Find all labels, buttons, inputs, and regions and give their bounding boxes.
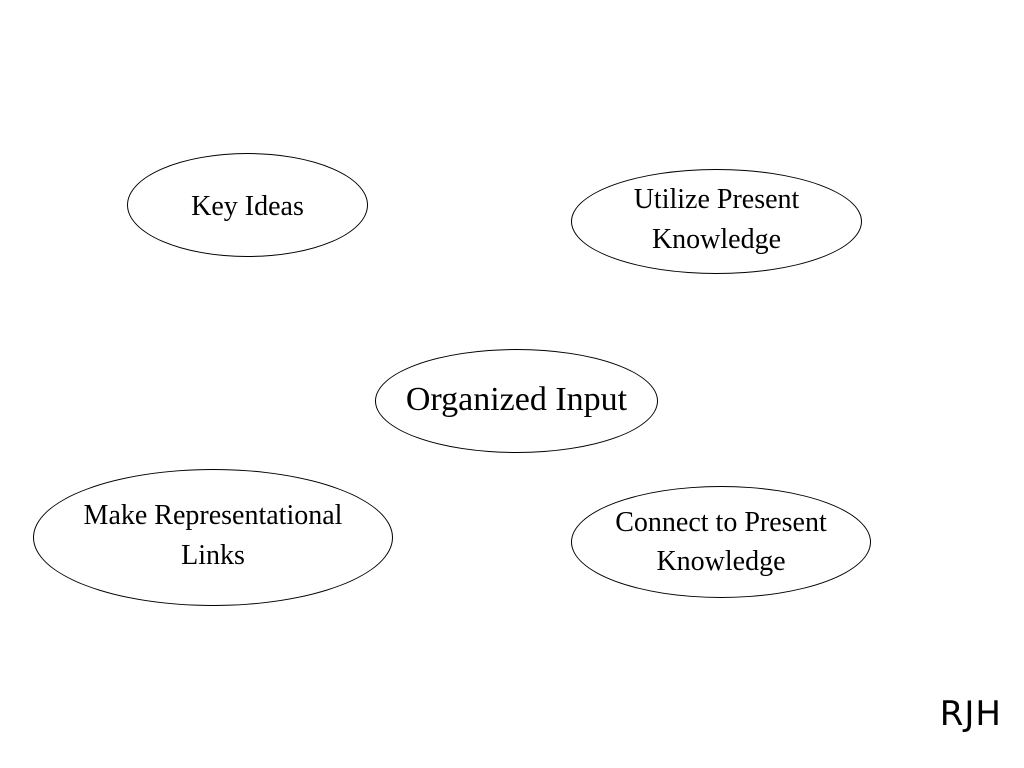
key-ideas-label: Key Ideas (191, 190, 304, 222)
make-representational-links-label: Make Representational Links (83, 500, 343, 571)
key-ideas-ellipse: Key Ideas (127, 153, 368, 257)
utilize-present-knowledge-label: Utilize Present Knowledge (633, 184, 800, 255)
utilize-present-knowledge-ellipse: Utilize Present Knowledge (571, 169, 862, 274)
organized-input-label: Organized Input (405, 380, 628, 418)
connect-present-knowledge-label: Connect to Present Knowledge (615, 506, 827, 577)
organized-input-ellipse: Organized Input (375, 349, 658, 453)
make-representational-links-ellipse: Make Representational Links (33, 469, 393, 606)
author-signature: RJH (939, 694, 1002, 734)
connect-present-knowledge-ellipse: Connect to Present Knowledge (571, 486, 871, 598)
